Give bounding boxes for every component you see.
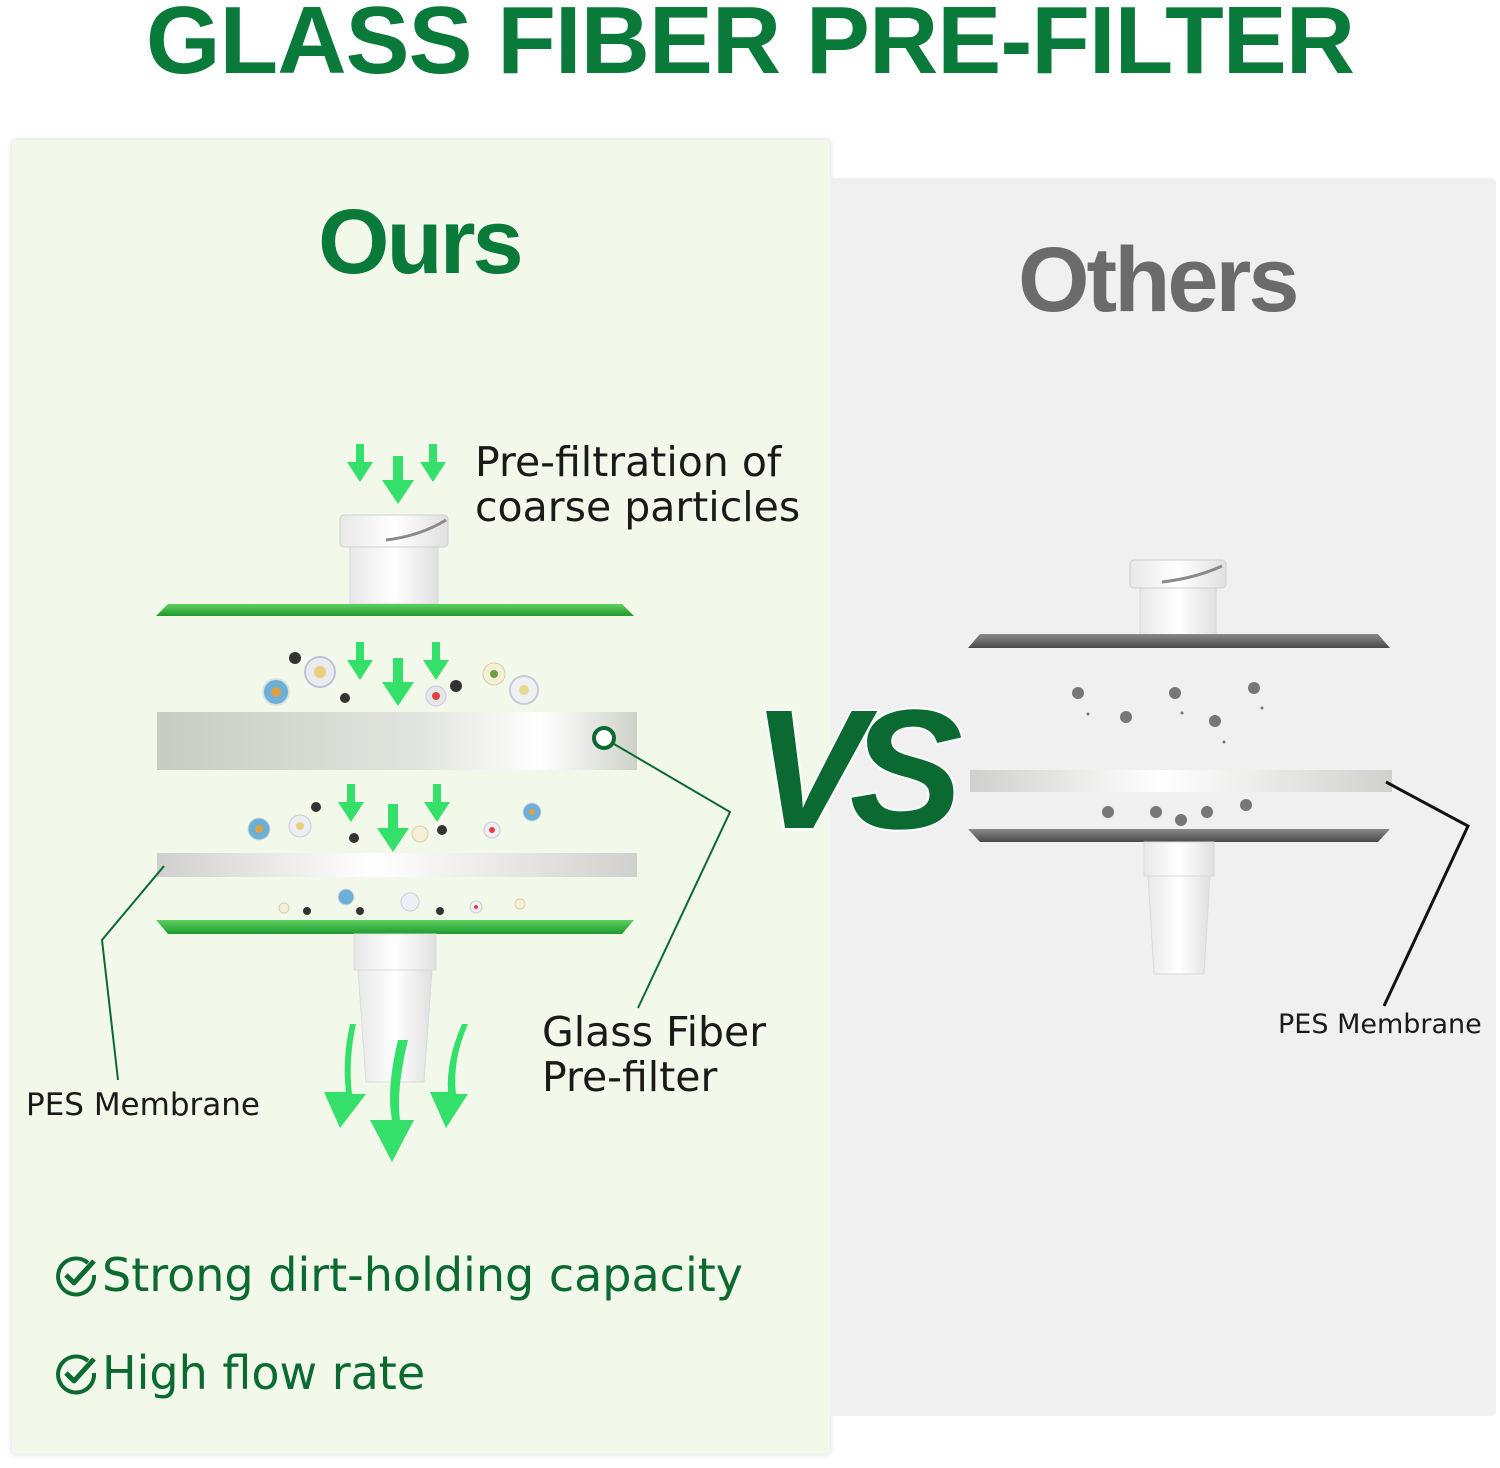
ours-title: Ours [318, 191, 524, 293]
others-inlet [1129, 559, 1227, 637]
outflow-arrows [324, 1024, 468, 1162]
glass-fiber-layer [157, 712, 637, 770]
others-pes-leader-line [1382, 780, 1470, 1007]
down-arrow-icon [347, 444, 446, 504]
glass-fiber-label: Glass Fiber Pre-filter [542, 1008, 767, 1102]
ours-outlet [353, 933, 437, 1083]
ours-panel [12, 140, 830, 1454]
ours-top-housing [156, 604, 634, 616]
feature-text: Strong dirt-holding capacity [102, 1248, 744, 1302]
others-particles-lower [1102, 799, 1252, 826]
others-bottom-housing [968, 829, 1390, 842]
particles-upper [262, 652, 539, 707]
ours-pes-leader-line [100, 865, 165, 1081]
others-top-housing [968, 634, 1390, 648]
glass-fiber-pointer-dot [592, 726, 616, 750]
feature-item: High flow rate [54, 1346, 425, 1400]
prefiltration-label: Pre-filtration of coarse particles [475, 438, 801, 532]
others-pes-label: PES Membrane [1278, 1009, 1482, 1040]
particles-lower [278, 888, 526, 915]
ours-pes-membrane-layer [157, 853, 637, 877]
check-circle-icon [56, 1354, 97, 1395]
others-particles-upper [1072, 682, 1264, 744]
vs-logo: VS [750, 673, 979, 867]
feature-item: Strong dirt-holding capacity [54, 1248, 743, 1302]
ours-bottom-housing [156, 920, 634, 934]
feature-text: High flow rate [102, 1346, 426, 1400]
ours-pes-label: PES Membrane [26, 1087, 260, 1123]
ours-inlet [339, 514, 449, 605]
others-outlet [1143, 841, 1215, 975]
glass-fiber-leader-line [613, 743, 732, 1009]
others-pes-membrane-layer [970, 770, 1392, 792]
svg-text:VS: VS [752, 675, 961, 865]
particles-middle [247, 802, 542, 843]
check-circle-icon [56, 1256, 97, 1297]
headline: GLASS FIBER PRE-FILTER [145, 0, 1355, 94]
others-title: Others [1018, 229, 1300, 331]
others-panel [830, 178, 1496, 1416]
